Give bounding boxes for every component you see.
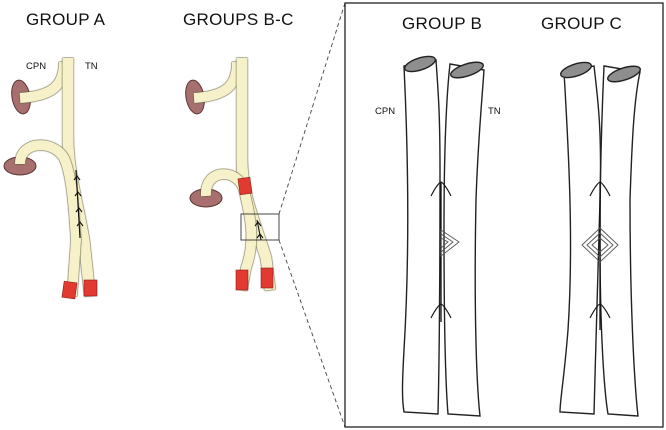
- group-c-cpn-cap: [559, 61, 593, 79]
- group-c-title: GROUP C: [541, 14, 623, 33]
- group-a-drawing: [3, 58, 98, 300]
- group-a-tn-label: TN: [85, 61, 98, 72]
- group-b-tn-cap: [450, 61, 484, 79]
- group-b-cpn-nerve: [401, 59, 441, 415]
- zoom-line-top: [278, 2, 346, 215]
- groups-bc-title: GROUPS B-C: [183, 10, 294, 29]
- group-c-window: [581, 227, 619, 263]
- group-b-drawing: [401, 55, 485, 417]
- suture-icon: [73, 175, 84, 227]
- group-a-cut-end-left: [61, 280, 78, 300]
- groups-bc-cpn-upper-branch: [193, 61, 242, 103]
- window-icon: [240, 213, 280, 241]
- suture-icon: [254, 221, 264, 239]
- group-c-cpn-nerve: [559, 65, 602, 415]
- group-b-cpn-label: CPN: [375, 106, 396, 117]
- group-b-tn-nerve: [443, 63, 485, 417]
- group-a-cpn-lower-loop: [15, 140, 82, 297]
- group-a-suture-line: [75, 169, 81, 239]
- inset-panel-border: [344, 2, 664, 428]
- group-c-tn-cap: [607, 65, 641, 83]
- suture-icon: [430, 181, 452, 319]
- groups-bc-drawing: [185, 2, 346, 428]
- group-a-title: GROUP A: [26, 10, 106, 29]
- group-b-title: GROUP B: [402, 14, 483, 33]
- groups-bc-cut-left: [235, 269, 249, 291]
- group-b-cpn-cap: [403, 55, 437, 73]
- group-a-cpn-label: CPN: [26, 61, 47, 72]
- group-b-tn-label: TN: [488, 106, 501, 117]
- group-a-cpn-upper-branch: [19, 61, 69, 103]
- group-c-tn-nerve: [599, 65, 641, 417]
- group-b-window: [440, 229, 460, 257]
- group-c-drawing: [559, 61, 641, 417]
- group-a-cut-end-right: [83, 279, 98, 297]
- groups-bc-cut-right: [260, 267, 274, 289]
- zoom-line-bottom: [278, 239, 346, 428]
- suture-icon: [589, 181, 611, 319]
- groups-bc-cut-mid: [237, 176, 253, 196]
